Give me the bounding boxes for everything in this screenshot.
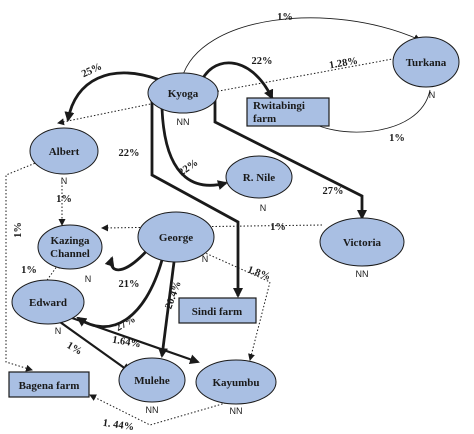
node-kayumbu: Kayumbu NN xyxy=(195,359,277,416)
label-edward-mulehe: 1% xyxy=(65,340,84,357)
edge-kyoga-albert xyxy=(64,71,161,122)
farm-rwitabingi-label-1: Rwitabingi xyxy=(253,100,305,112)
edge-edward-kayumbu xyxy=(71,316,200,365)
edge-kayumbu-bagena xyxy=(89,394,237,426)
label-turkana-albert: 1.28% xyxy=(328,56,358,72)
label-george-edward: 27% xyxy=(114,314,138,334)
node-victoria-label: Victoria xyxy=(343,237,382,249)
edge-kyoga-rnile xyxy=(160,107,228,190)
node-albert-sub: N xyxy=(61,176,68,186)
node-kayumbu-label: Kayumbu xyxy=(212,377,259,389)
node-kyoga: Kyoga NN xyxy=(147,72,219,127)
label-edward-kayumbu: 1.64% xyxy=(111,335,141,351)
label-victoria-kazinga: 1% xyxy=(270,222,286,233)
farm-bagena-label: Bagena farm xyxy=(19,380,80,392)
node-turkana: Turkana N xyxy=(392,36,460,100)
edge-kyoga-rwitabingi xyxy=(198,61,274,100)
node-kazinga-label-1: Kazinga xyxy=(50,235,90,247)
node-mulehe-sub: NN xyxy=(146,405,159,415)
node-mulehe: Mulehe NN xyxy=(118,357,186,415)
label-george-kazinga: 21% xyxy=(119,279,140,290)
edge-george-kayumbu xyxy=(202,251,271,361)
label-albert-bagena: 1% xyxy=(13,222,24,238)
farm-sindi: Sindi farm xyxy=(178,297,257,324)
node-mulehe-label: Mulehe xyxy=(134,375,170,387)
label-kyoga-rnile: 22% xyxy=(177,157,201,178)
label-kyoga-victoria: 27% xyxy=(323,186,344,197)
node-edward-sub: N xyxy=(55,326,62,336)
node-kazinga-label-2: Channel xyxy=(50,248,90,260)
node-george: George N xyxy=(137,211,215,264)
edge-albert-bagena xyxy=(5,161,39,372)
node-victoria-sub: NN xyxy=(356,269,369,279)
node-albert-label: Albert xyxy=(49,146,80,158)
node-albert: Albert N xyxy=(29,127,99,186)
farm-rwitabingi: Rwitabingi farm xyxy=(246,97,330,127)
node-george-label: George xyxy=(159,232,193,244)
node-edward-label: Edward xyxy=(29,297,67,309)
node-kazinga-channel: Kazinga Channel N xyxy=(37,224,103,284)
edge-kyoga-turkana xyxy=(181,17,421,79)
farm-bagena: Bagena farm xyxy=(8,371,90,398)
node-rnile-sub: N xyxy=(260,203,267,213)
node-edward: Edward N xyxy=(11,279,85,336)
node-turkana-sub: N xyxy=(429,90,436,100)
node-victoria: Victoria NN xyxy=(319,217,405,279)
node-rnile-label: R. Nile xyxy=(243,172,276,184)
edge-george-kazinga xyxy=(104,244,154,272)
label-kyoga-turkana: 1% xyxy=(277,12,293,23)
node-rnile: R. Nile N xyxy=(225,155,293,213)
edge-kyoga-sindi xyxy=(150,100,243,298)
node-kayumbu-sub: NN xyxy=(230,406,243,416)
edge-kyoga-victoria xyxy=(213,100,367,220)
node-kazinga-sub: N xyxy=(85,274,92,284)
label-kyoga-rwitabingi: 22% xyxy=(252,56,273,67)
label-albert-kazinga: 1% xyxy=(56,194,72,205)
label-george-kayumbu: 1.8% xyxy=(246,264,272,282)
farm-sindi-label: Sindi farm xyxy=(192,306,242,318)
label-turkana-rwitabingi: 1% xyxy=(389,133,405,144)
label-kayumbu-bagena: 1. 44% xyxy=(102,418,135,433)
edge-george-mulehe xyxy=(158,261,176,358)
edge-edward-mulehe xyxy=(59,321,132,374)
label-kyoga-sindi: 22% xyxy=(119,148,140,159)
node-kyoga-label: Kyoga xyxy=(168,88,199,100)
node-kyoga-sub: NN xyxy=(177,117,190,127)
edge-victoria-kazinga xyxy=(101,224,323,232)
node-turkana-label: Turkana xyxy=(406,57,447,69)
label-edward-kazinga: 1% xyxy=(21,265,37,276)
node-george-sub: N xyxy=(202,254,209,264)
farm-rwitabingi-label-2: farm xyxy=(253,113,276,125)
